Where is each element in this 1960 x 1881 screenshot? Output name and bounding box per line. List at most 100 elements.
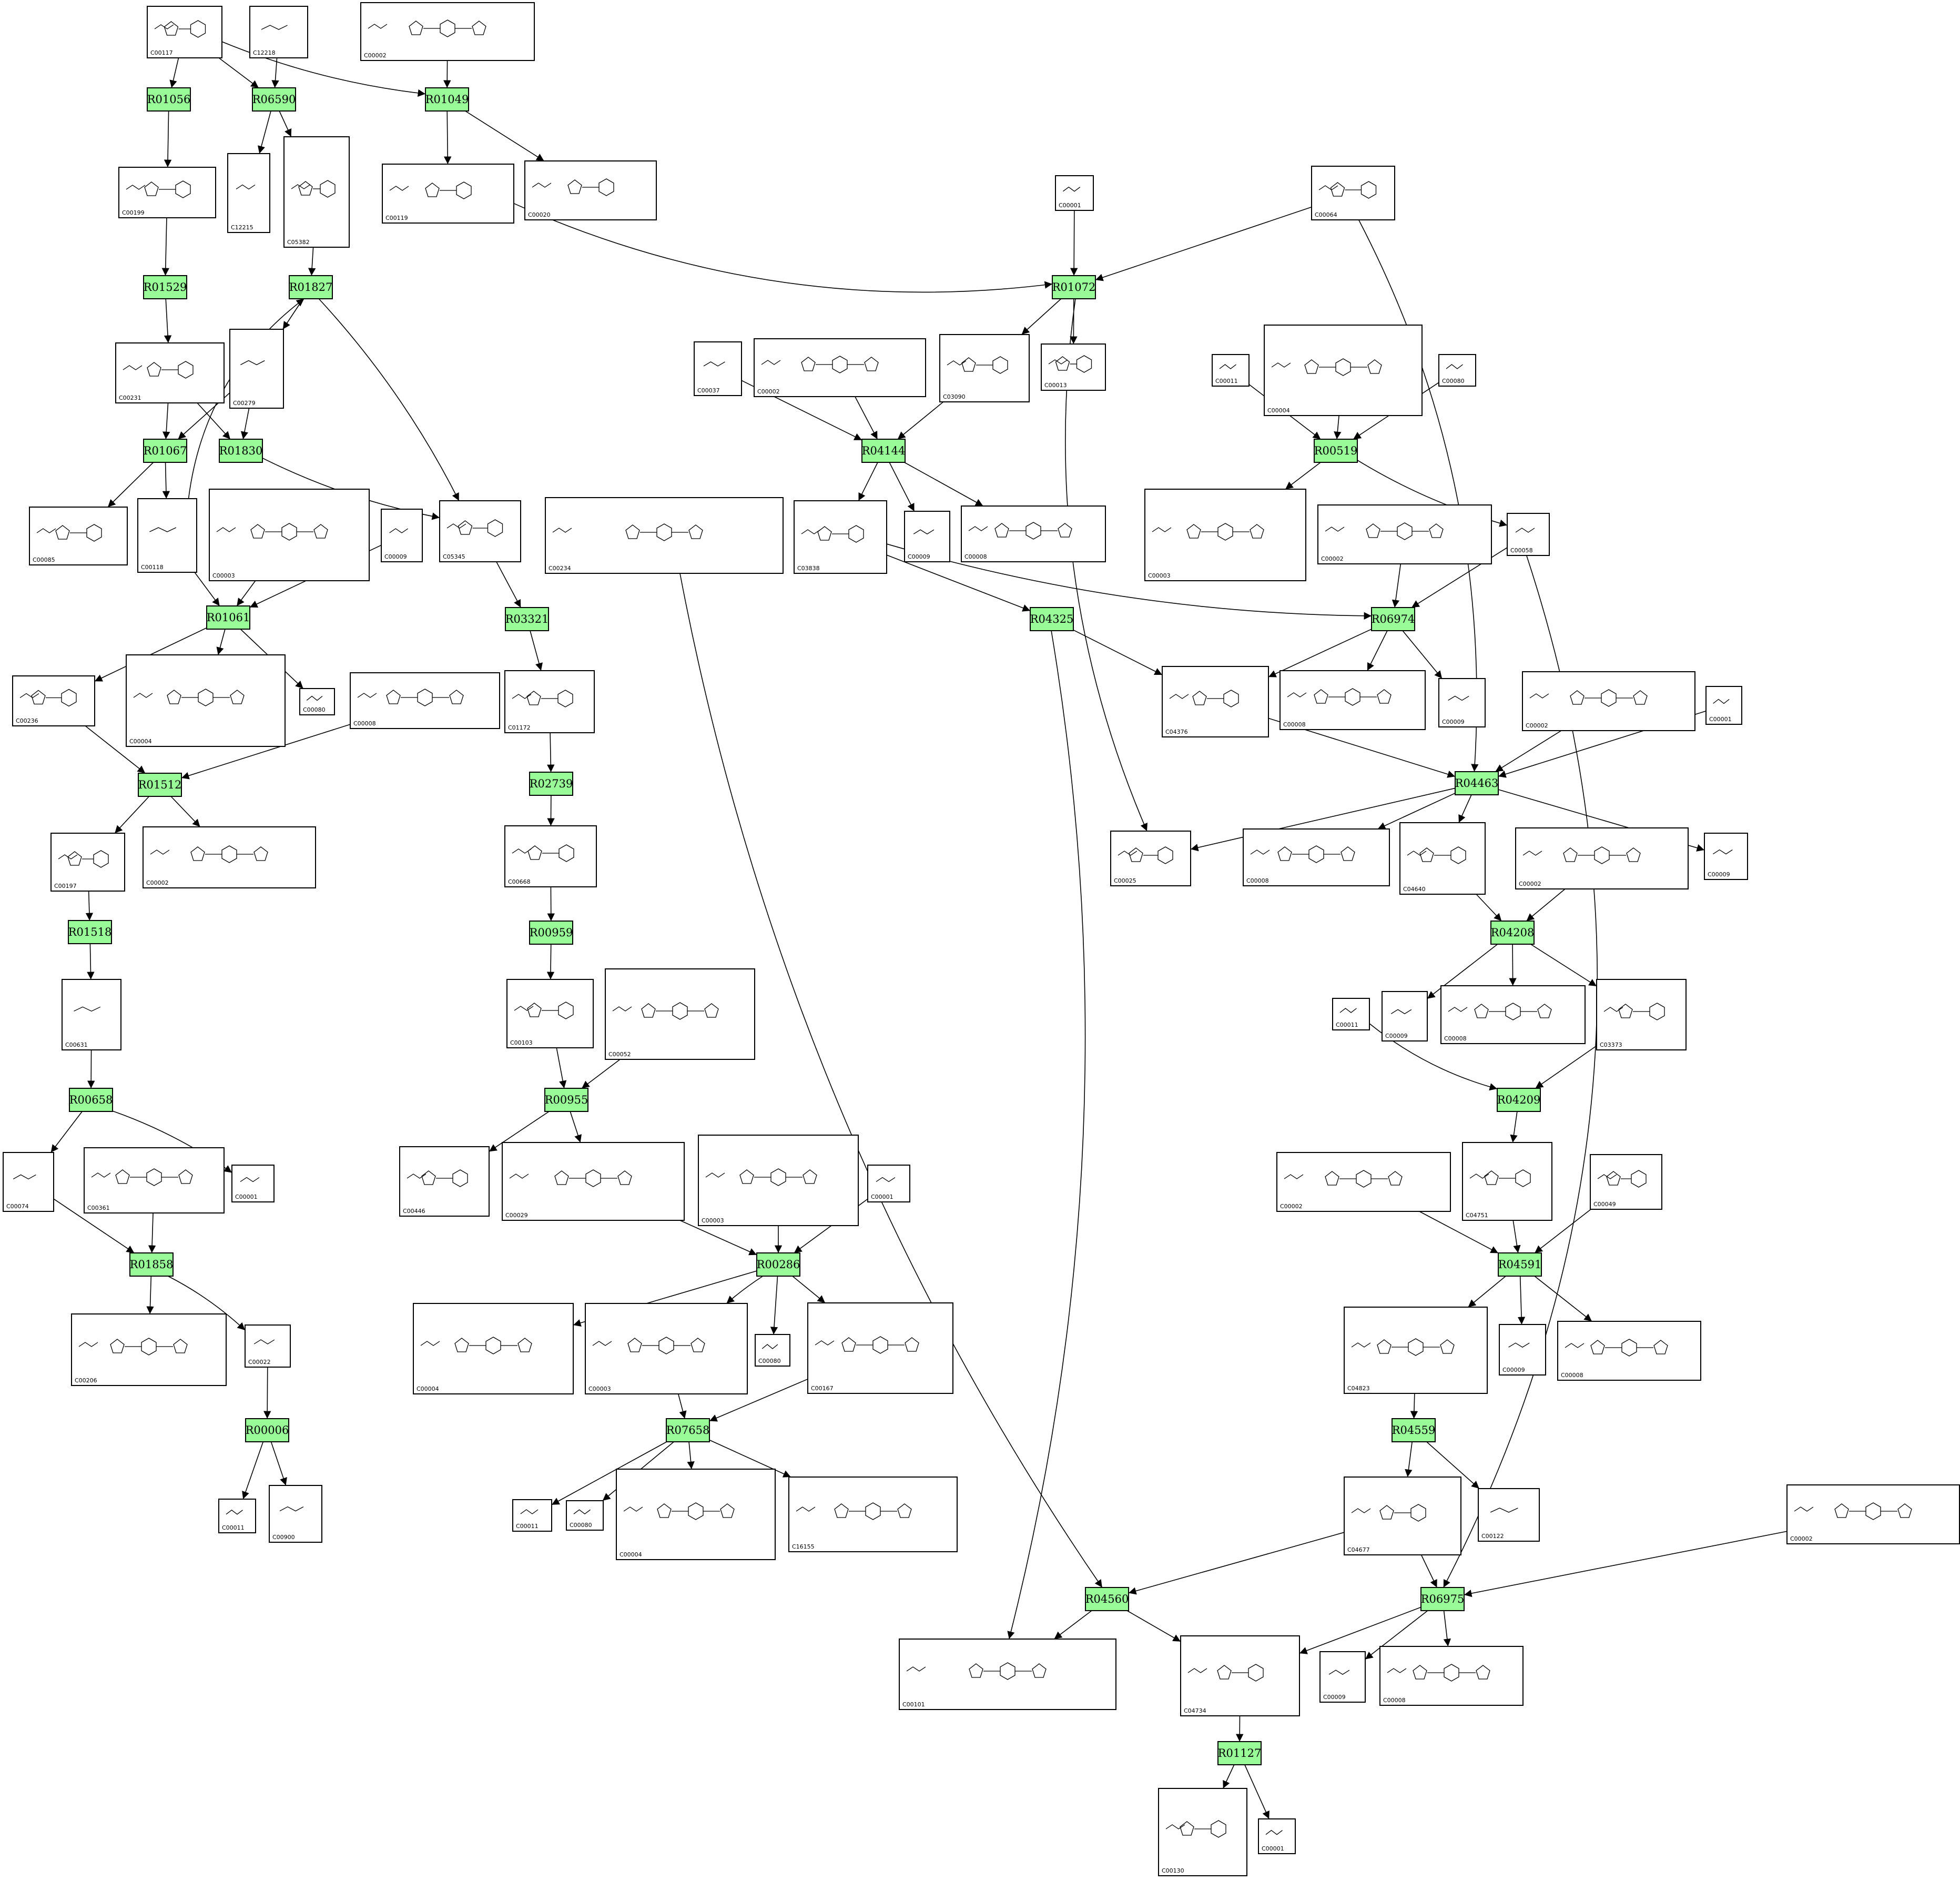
reaction-node-r04144[interactable]: R04144 bbox=[861, 439, 906, 463]
reaction-node-r01858[interactable]: R01858 bbox=[129, 1252, 174, 1277]
reaction-node-r01061[interactable]: R01061 bbox=[206, 605, 250, 630]
compound-node-c03a[interactable]: C00003 bbox=[209, 489, 370, 581]
compound-node-c5345[interactable]: C05345 bbox=[439, 500, 521, 562]
compound-node-c1172[interactable]: C01172 bbox=[504, 670, 595, 733]
compound-node-c08e[interactable]: C00008 bbox=[1440, 985, 1586, 1044]
reaction-node-r01127[interactable]: R01127 bbox=[1217, 1741, 1262, 1765]
compound-node-c01b[interactable]: C00001 bbox=[1705, 686, 1742, 725]
compound-node-c85[interactable]: C00085 bbox=[29, 507, 128, 565]
compound-node-c25[interactable]: C00025 bbox=[1110, 831, 1191, 886]
compound-node-c16155[interactable]: C16155 bbox=[788, 1477, 958, 1552]
reaction-node-r04208[interactable]: R04208 bbox=[1490, 921, 1535, 945]
compound-node-c08d[interactable]: C00008 bbox=[1243, 828, 1390, 886]
compound-node-c117[interactable]: C00117 bbox=[147, 6, 222, 58]
reaction-node-r00006[interactable]: R00006 bbox=[245, 1418, 289, 1442]
compound-node-c80b[interactable]: C00080 bbox=[299, 688, 335, 715]
compound-node-c4823[interactable]: C04823 bbox=[1344, 1307, 1488, 1394]
compound-node-c4734[interactable]: C04734 bbox=[1180, 1635, 1300, 1716]
compound-node-c37[interactable]: C00037 bbox=[694, 341, 742, 396]
compound-node-c130[interactable]: C00130 bbox=[1158, 1788, 1247, 1876]
compound-node-c01d[interactable]: C00001 bbox=[867, 1165, 910, 1202]
reaction-node-r01072[interactable]: R01072 bbox=[1052, 275, 1096, 299]
compound-node-c09f[interactable]: C00009 bbox=[1499, 1324, 1546, 1376]
reaction-node-r01056[interactable]: R01056 bbox=[147, 87, 191, 112]
reaction-node-r01049[interactable]: R01049 bbox=[425, 87, 469, 112]
reaction-node-r04209[interactable]: R04209 bbox=[1497, 1088, 1541, 1112]
compound-node-c11b[interactable]: C00011 bbox=[1332, 998, 1370, 1030]
compound-node-c3090[interactable]: C03090 bbox=[939, 334, 1030, 402]
compound-node-c206[interactable]: C00206 bbox=[71, 1313, 227, 1386]
reaction-node-r00955[interactable]: R00955 bbox=[544, 1088, 588, 1112]
compound-node-c22[interactable]: C00022 bbox=[245, 1324, 291, 1368]
reaction-node-r00658[interactable]: R00658 bbox=[69, 1088, 113, 1112]
compound-node-c09c[interactable]: C00009 bbox=[1438, 678, 1486, 727]
reaction-node-r02739[interactable]: R02739 bbox=[529, 772, 573, 796]
compound-node-c02c[interactable]: C00002 bbox=[1317, 504, 1492, 564]
compound-node-c03c[interactable]: C00003 bbox=[698, 1135, 859, 1226]
compound-node-c08f[interactable]: C00008 bbox=[1557, 1321, 1701, 1381]
compound-node-c4677[interactable]: C04677 bbox=[1344, 1477, 1461, 1555]
compound-node-c01c[interactable]: C00001 bbox=[231, 1165, 275, 1202]
compound-node-c119[interactable]: C00119 bbox=[382, 164, 514, 224]
reaction-node-r00519[interactable]: R00519 bbox=[1314, 439, 1358, 463]
compound-node-c231[interactable]: C00231 bbox=[115, 342, 225, 403]
compound-node-c101[interactable]: C00101 bbox=[899, 1639, 1116, 1710]
compound-node-c11a[interactable]: C00011 bbox=[1212, 354, 1250, 387]
compound-node-c197[interactable]: C00197 bbox=[50, 833, 125, 892]
compound-node-c58[interactable]: C00058 bbox=[1507, 513, 1550, 556]
compound-node-c20[interactable]: C00020 bbox=[524, 160, 657, 220]
compound-node-c80c[interactable]: C00080 bbox=[755, 1334, 790, 1367]
compound-node-c09a[interactable]: C00009 bbox=[381, 509, 423, 562]
compound-node-c52[interactable]: C00052 bbox=[605, 968, 755, 1060]
compound-node-c29[interactable]: C00029 bbox=[502, 1142, 685, 1221]
compound-node-c02a[interactable]: C00002 bbox=[360, 2, 535, 61]
reaction-node-r00286[interactable]: R00286 bbox=[756, 1252, 800, 1277]
compound-node-c80a[interactable]: C00080 bbox=[1438, 354, 1476, 387]
compound-node-c3373[interactable]: C03373 bbox=[1596, 979, 1687, 1050]
compound-node-c08a[interactable]: C00008 bbox=[961, 505, 1106, 562]
reaction-node-r03321[interactable]: R03321 bbox=[505, 607, 549, 631]
reaction-node-r06974[interactable]: R06974 bbox=[1371, 607, 1415, 631]
compound-node-c02b[interactable]: C00002 bbox=[754, 338, 926, 397]
reaction-node-r04560[interactable]: R04560 bbox=[1085, 1587, 1129, 1611]
compound-node-c08b[interactable]: C00008 bbox=[350, 672, 500, 729]
compound-node-c13[interactable]: C00013 bbox=[1041, 343, 1106, 391]
compound-node-c11c[interactable]: C00011 bbox=[218, 1499, 256, 1533]
reaction-node-r01518[interactable]: R01518 bbox=[68, 920, 112, 944]
compound-node-c04c[interactable]: C00004 bbox=[413, 1303, 574, 1394]
compound-node-c02g[interactable]: C00002 bbox=[1276, 1152, 1451, 1212]
reaction-node-r06590[interactable]: R06590 bbox=[252, 87, 296, 112]
compound-node-c02h[interactable]: C00002 bbox=[1786, 1484, 1960, 1544]
compound-node-c64[interactable]: C00064 bbox=[1311, 166, 1395, 220]
compound-node-c09d[interactable]: C00009 bbox=[1704, 833, 1748, 880]
compound-node-c04d[interactable]: C00004 bbox=[616, 1469, 776, 1560]
compound-node-c02f[interactable]: C00002 bbox=[1515, 827, 1689, 889]
reaction-node-r07658[interactable]: R07658 bbox=[666, 1418, 710, 1442]
compound-node-c09b[interactable]: C00009 bbox=[904, 511, 950, 562]
compound-node-c09e[interactable]: C00009 bbox=[1382, 991, 1428, 1041]
compound-node-c03b[interactable]: C00003 bbox=[1144, 489, 1306, 581]
reaction-node-r01512[interactable]: R01512 bbox=[138, 773, 182, 797]
compound-node-c02e[interactable]: C00002 bbox=[143, 826, 316, 888]
reaction-node-r00959[interactable]: R00959 bbox=[529, 921, 573, 945]
compound-node-c09g[interactable]: C00009 bbox=[1319, 1651, 1366, 1703]
compound-node-c900[interactable]: C00900 bbox=[269, 1485, 322, 1543]
compound-node-c49[interactable]: C00049 bbox=[1590, 1154, 1662, 1210]
compound-node-c3838[interactable]: C03838 bbox=[794, 500, 887, 574]
reaction-node-r04559[interactable]: R04559 bbox=[1392, 1418, 1436, 1442]
reaction-node-r04591[interactable]: R04591 bbox=[1498, 1252, 1542, 1277]
compound-node-c01a[interactable]: C00001 bbox=[1055, 175, 1094, 211]
compound-node-c11d[interactable]: C00011 bbox=[512, 1499, 552, 1532]
compound-node-c199[interactable]: C00199 bbox=[118, 167, 216, 218]
compound-node-c118[interactable]: C00118 bbox=[137, 498, 197, 573]
compound-node-c80d[interactable]: C00080 bbox=[566, 1500, 604, 1531]
compound-node-c12218[interactable]: C12218 bbox=[249, 6, 308, 58]
compound-node-c361[interactable]: C00361 bbox=[84, 1147, 225, 1213]
compound-node-c04a[interactable]: C00004 bbox=[1264, 325, 1423, 416]
compound-node-c08g[interactable]: C00008 bbox=[1379, 1646, 1524, 1706]
compound-node-c279[interactable]: C00279 bbox=[229, 329, 284, 409]
compound-node-c03d[interactable]: C00003 bbox=[585, 1303, 748, 1394]
compound-node-c5382[interactable]: C05382 bbox=[283, 136, 350, 248]
reaction-node-r04325[interactable]: R04325 bbox=[1030, 607, 1074, 631]
compound-node-c01e[interactable]: C00001 bbox=[1258, 1818, 1296, 1854]
